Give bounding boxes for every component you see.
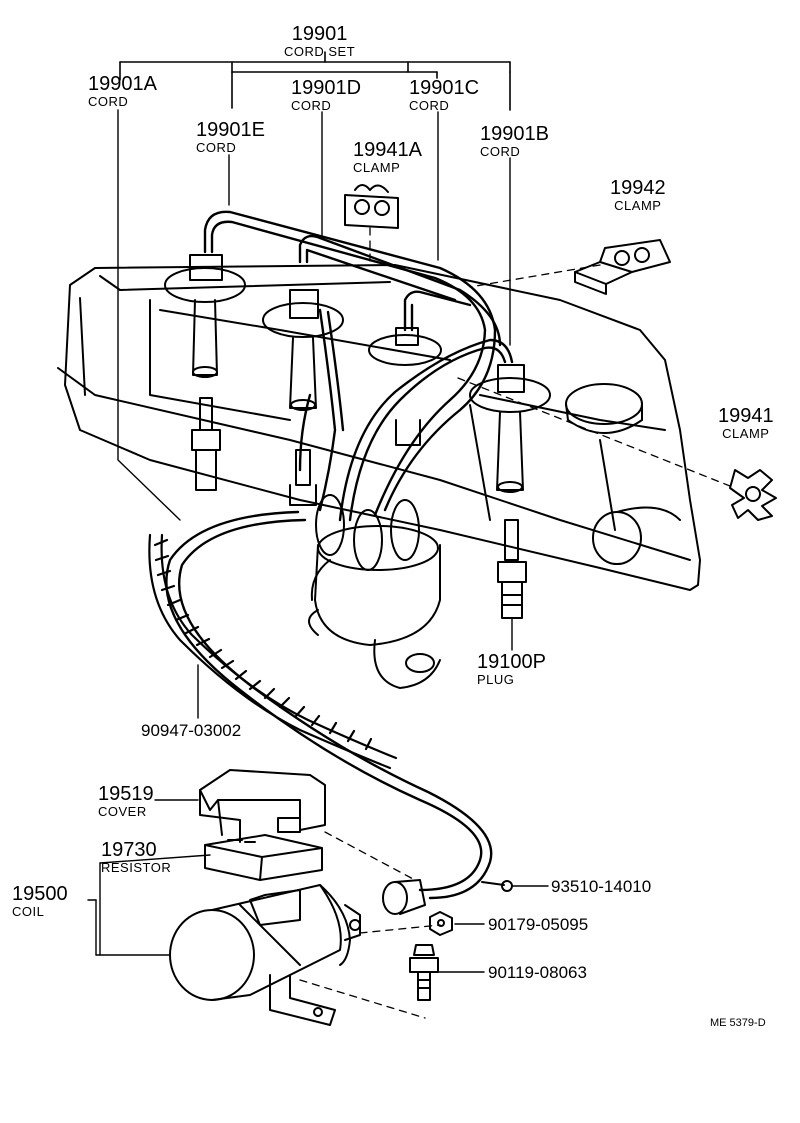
protector-tube	[148, 533, 398, 770]
valve-cover	[57, 264, 701, 591]
part-number-nut: 90179-05095	[488, 915, 589, 934]
clamp-19941A	[344, 184, 399, 229]
cord-b-number: 19901B	[480, 123, 549, 145]
label-clamp-19941a: 19941A CLAMP	[353, 140, 422, 174]
label-clamp-19942: 19942 CLAMP	[610, 178, 666, 212]
clamp-19941a-number: 19941A	[353, 139, 422, 161]
cord-d-name: CORD	[291, 98, 332, 113]
cord-set-number: 19901	[291, 23, 348, 45]
clamp-19941-number: 19941	[718, 405, 774, 427]
clamp-19942-name: CLAMP	[614, 198, 662, 213]
plug-name: PLUG	[477, 672, 515, 687]
coil-assembly	[169, 769, 426, 1026]
label-cord-b: 19901B CORD	[480, 124, 549, 158]
cord-set-name: CORD SET	[284, 44, 356, 59]
clamp-19942	[574, 239, 671, 295]
cord-set-bracket	[119, 51, 511, 111]
part-number-screw: 93510-14010	[551, 877, 652, 896]
clamp-19941	[729, 469, 777, 521]
drawing-code: ME 5379-D	[710, 1017, 766, 1029]
spark-plugs	[191, 397, 527, 619]
dashed-leaders	[299, 227, 736, 1019]
part-number-bolt: 90119-08063	[488, 963, 587, 982]
label-plug: 19100P PLUG	[477, 652, 546, 686]
cord-c-number: 19901C	[409, 77, 480, 99]
cover-number: 19519	[98, 783, 154, 805]
clamp-19941-name: CLAMP	[722, 426, 770, 441]
cord-e-number: 19901E	[196, 119, 265, 141]
label-cord-d: 19901D CORD	[291, 78, 361, 112]
label-cord-set: 19901 CORD SET	[284, 24, 355, 58]
cord-e-name: CORD	[196, 140, 237, 155]
plug-boots	[164, 254, 551, 493]
plug-number: 19100P	[477, 651, 546, 673]
cord-a-number: 19901A	[88, 73, 157, 95]
fasteners	[409, 880, 513, 1001]
leader-lines	[117, 109, 513, 719]
cord-c-name: CORD	[409, 98, 450, 113]
coil-name: COIL	[12, 904, 45, 919]
label-clamp-19941: 19941 CLAMP	[718, 406, 774, 440]
label-cord-a: 19901A CORD	[88, 74, 157, 108]
cord-b-name: CORD	[480, 144, 521, 159]
distributor	[308, 494, 441, 689]
label-cord-e: 19901E CORD	[196, 120, 265, 154]
hardware-leaders	[87, 799, 549, 973]
label-coil: 19500 COIL	[12, 884, 68, 918]
resistor-name: RESISTOR	[101, 860, 172, 875]
cord-d-number: 19901D	[291, 77, 362, 99]
cord-a-name: CORD	[88, 94, 129, 109]
resistor-number: 19730	[101, 839, 157, 861]
coil-number: 19500	[12, 883, 68, 905]
clamp-19942-number: 19942	[610, 177, 666, 199]
part-number-tube: 90947-03002	[141, 721, 242, 740]
label-resistor: 19730 RESISTOR	[101, 840, 171, 874]
cover-name: COVER	[98, 804, 147, 819]
ignition-cords	[165, 210, 514, 900]
clamp-19941a-name: CLAMP	[353, 160, 401, 175]
label-cord-c: 19901C CORD	[409, 78, 479, 112]
label-cover: 19519 COVER	[98, 784, 154, 818]
